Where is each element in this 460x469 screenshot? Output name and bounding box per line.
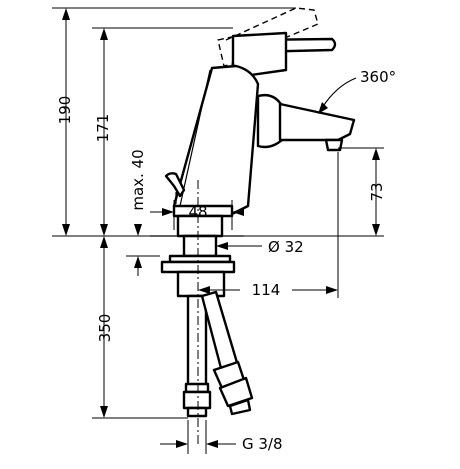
pop-up-rod bbox=[164, 172, 186, 204]
hole-diameter-label: Ø 32 bbox=[268, 238, 304, 256]
dimension-base-width bbox=[150, 200, 244, 230]
supply-hose-right bbox=[200, 290, 254, 416]
hose-length-label: 350 bbox=[96, 314, 114, 343]
rotation-label: 360° bbox=[360, 68, 396, 86]
height-outlet-label: 171 bbox=[94, 114, 112, 143]
dimension-max-deck bbox=[126, 224, 160, 276]
dimension-spout-reach bbox=[198, 152, 339, 298]
dimension-height-outlet bbox=[92, 27, 233, 236]
dimension-spout-height bbox=[244, 147, 384, 237]
dimension-hole-diameter bbox=[216, 242, 262, 250]
supply-hose-left bbox=[182, 294, 212, 418]
dimension-height-total bbox=[52, 7, 296, 237]
dimension-connection bbox=[160, 420, 236, 454]
lever-handle bbox=[231, 31, 337, 78]
connection-thread-label: G 3/8 bbox=[242, 435, 283, 453]
faucet-body bbox=[172, 64, 357, 216]
dimension-hose-length bbox=[92, 236, 188, 419]
base-width-label: 48 bbox=[188, 203, 207, 221]
spout-reach-label: 114 bbox=[252, 281, 281, 299]
height-total-label: 190 bbox=[56, 96, 74, 125]
spout-height-label: 73 bbox=[368, 182, 386, 201]
max-deck-label: max. 40 bbox=[129, 149, 147, 210]
